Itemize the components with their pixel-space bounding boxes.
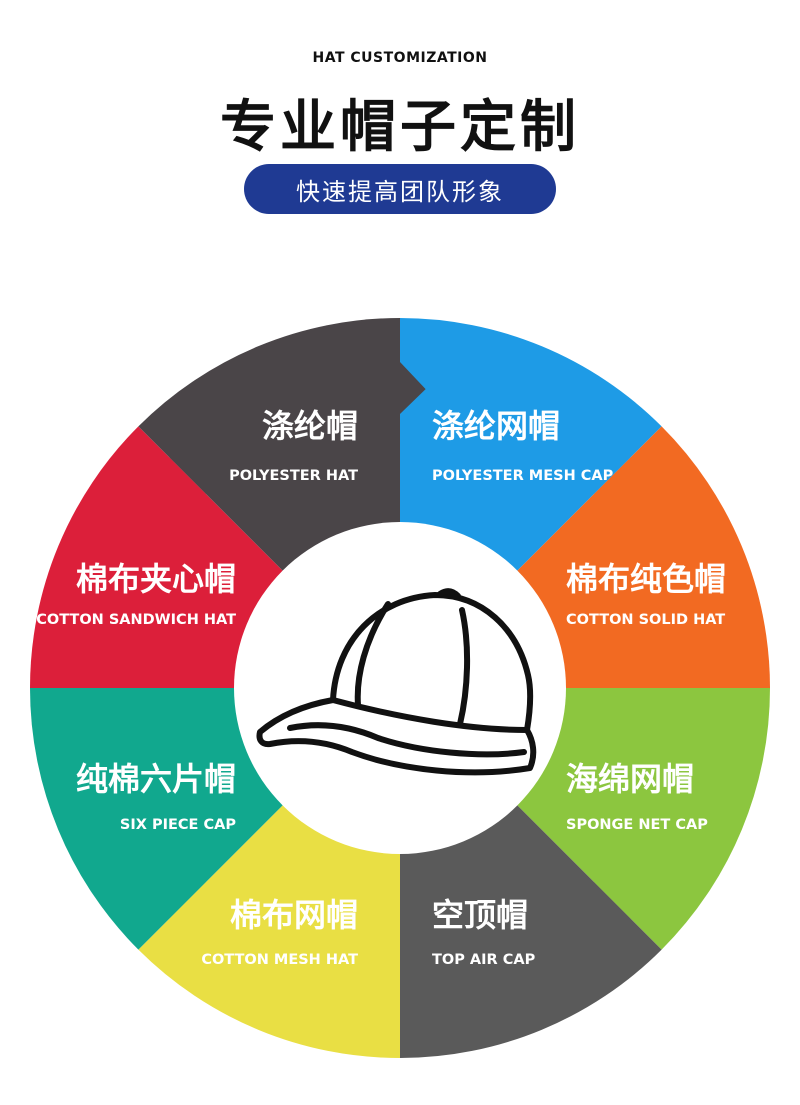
segment-label-cn: 涤纶网帽 — [432, 407, 560, 445]
segment-label-cn: 纯棉六片帽 — [76, 760, 236, 798]
segment-label-en: COTTON MESH HAT — [201, 952, 358, 968]
center-disc — [234, 522, 566, 854]
segment-arrow — [400, 362, 426, 414]
wheel-labels: 涤纶帽 POLYESTER HAT 涤纶网帽 POLYESTER MESH CAP 棉布… — [36, 407, 726, 968]
baseball-cap-icon — [256, 588, 537, 776]
subtitle-pill: 快速提高团队形象 — [244, 164, 556, 214]
segment-label-en: SPONGE NET CAP — [566, 817, 708, 833]
segment-label-en: COTTON SOLID HAT — [566, 612, 725, 628]
segment-label-en: SIX PIECE CAP — [120, 817, 236, 833]
eyebrow-title: HAT CUSTOMIZATION — [312, 50, 488, 66]
segment-label-en: TOP AIR CAP — [432, 952, 536, 968]
wheel-segments — [30, 318, 770, 1059]
segment-label-cn: 棉布纯色帽 — [566, 560, 726, 598]
segment-label-cn: 棉布夹心帽 — [76, 560, 236, 598]
segment-label-en: POLYESTER HAT — [229, 468, 358, 484]
page-title: 专业帽子定制 — [220, 95, 580, 160]
segment-label-en: POLYESTER MESH CAP — [432, 468, 614, 484]
segment-label-cn: 空顶帽 — [432, 896, 528, 934]
segment-label-cn: 海绵网帽 — [566, 760, 694, 798]
segment-label-cn: 涤纶帽 — [262, 407, 358, 445]
segment-label-cn: 棉布网帽 — [230, 896, 358, 934]
segment-label-en: COTTON SANDWICH HAT — [36, 612, 236, 628]
